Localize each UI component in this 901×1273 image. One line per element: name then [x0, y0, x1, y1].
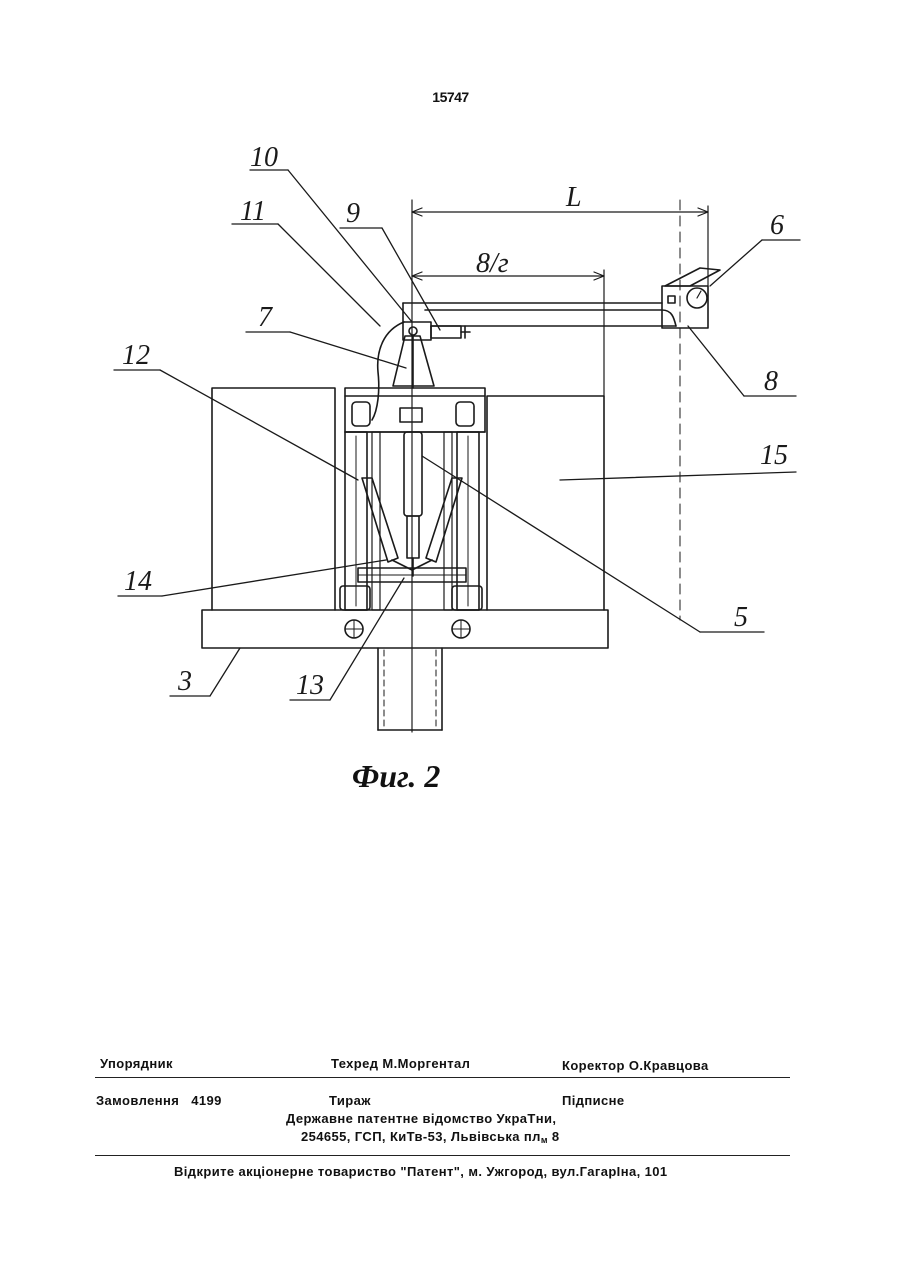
hose	[372, 322, 404, 420]
label-7: 7	[258, 302, 273, 333]
base-plate	[202, 610, 608, 648]
label-8: 8	[764, 366, 778, 397]
shaft	[378, 648, 442, 730]
label-15: 15	[760, 440, 788, 471]
figure-caption: Фиг. 2	[352, 758, 440, 795]
indicator-gauge	[662, 268, 720, 328]
label-12: 12	[122, 340, 150, 371]
arm	[403, 303, 676, 326]
dimension-half: 8/г	[476, 248, 509, 279]
central-rod	[404, 432, 422, 576]
guide-columns	[340, 432, 482, 610]
label-6: 6	[770, 210, 784, 241]
bracket	[393, 336, 434, 388]
label-13: 13	[296, 670, 324, 701]
label-14: 14	[124, 566, 152, 597]
label-9: 9	[346, 198, 360, 229]
label-11: 11	[240, 196, 266, 227]
label-10: 10	[250, 142, 278, 173]
dimension-L: L	[565, 182, 582, 213]
label-3: 3	[177, 666, 192, 697]
part-labels: 10 9 11 7 12 14 13 3 5 15 8 6 L 8/г	[122, 142, 788, 701]
label-5: 5	[734, 602, 748, 633]
head-block	[345, 388, 485, 432]
